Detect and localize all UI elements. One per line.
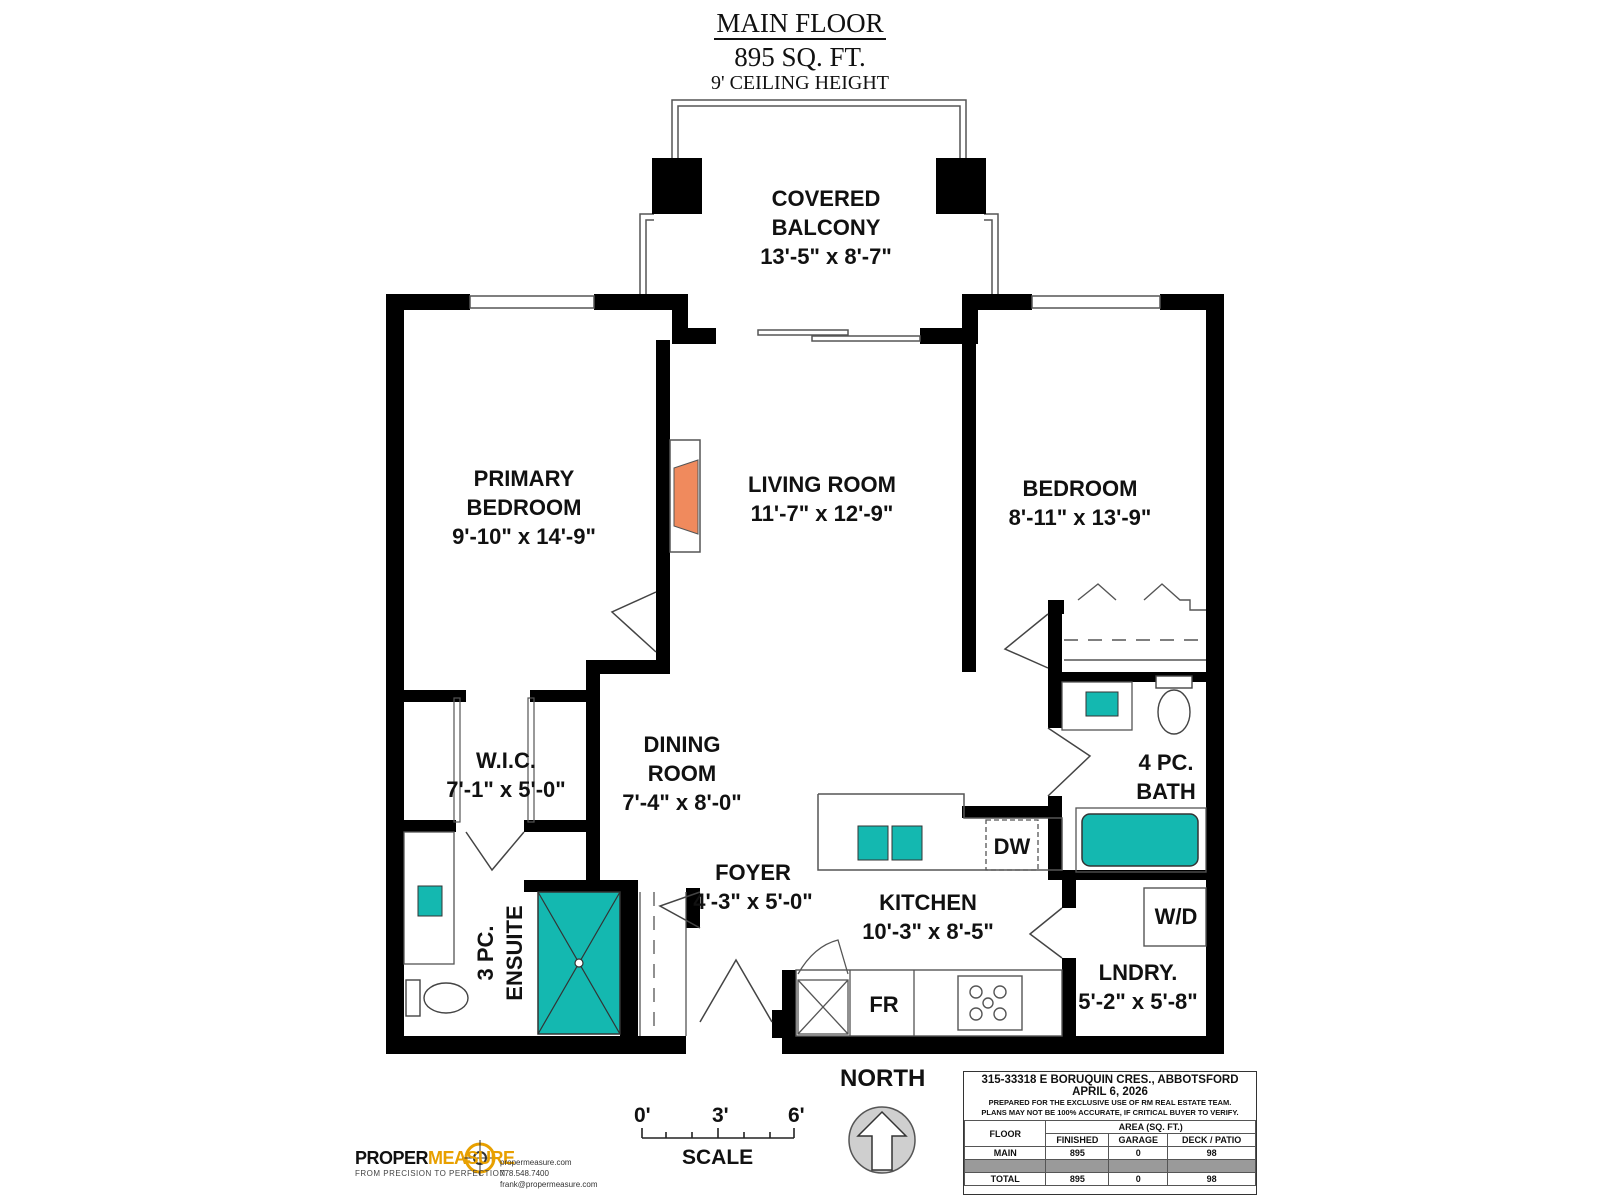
- contact-email: frank@propermeasure.com: [500, 1180, 598, 1189]
- floor-area: 895 SQ. FT.: [734, 42, 866, 72]
- north-label: NORTH: [840, 1065, 926, 1092]
- kitchen-sink-left-icon: [857, 825, 889, 861]
- floor-title: MAIN FLOOR: [714, 8, 886, 40]
- scale-bar: [641, 1128, 795, 1139]
- contact-website: propermeasure.com: [500, 1158, 572, 1167]
- dishwasher-outline: [985, 819, 1039, 871]
- table-row: TOTAL 895 0 98: [963, 1172, 1256, 1186]
- col-finished: FINISHED: [1045, 1133, 1110, 1147]
- balcony-column-right: [936, 158, 986, 214]
- area-header: AREA (SQ. FT.): [1045, 1120, 1256, 1134]
- dishwasher-label: DW: [993, 834, 1031, 859]
- property-address: 315-33318 E BORUQUIN CRES., ABBOTSFORD: [981, 1074, 1239, 1086]
- plan-date: APRIL 6, 2026: [1072, 1086, 1148, 1098]
- sliding-door: [757, 329, 921, 342]
- company-contact: propermeasure.com 778.548.7400 frank@pro…: [500, 1157, 598, 1190]
- accuracy-note: PLANS MAY NOT BE 100% ACCURATE, IF CRITI…: [981, 1108, 1239, 1117]
- col-deck: DECK / PATIO: [1167, 1133, 1256, 1147]
- wic-label: W.I.C.7'-1" x 5'-0": [446, 748, 566, 802]
- bedroom-closet: [1064, 583, 1206, 661]
- bath-vanity: [1061, 681, 1133, 731]
- col-garage: GARAGE: [1108, 1133, 1169, 1147]
- windows: [469, 295, 1161, 309]
- prepared-note: PREPARED FOR THE EXCLUSIVE USE OF RM REA…: [988, 1098, 1232, 1107]
- logo-emblem-icon: [462, 1140, 498, 1176]
- laundry-label: LNDRY.5'-2" x 5'-8": [1078, 960, 1198, 1014]
- bathtub-icon: [1081, 813, 1199, 867]
- table-row: MAIN 895 0 98: [963, 1146, 1256, 1160]
- table-spacer-row: [963, 1159, 1256, 1173]
- ceiling-height: 9' CEILING HEIGHT: [710, 72, 889, 94]
- scale-tick-0: 0': [634, 1104, 651, 1127]
- scale-tick-6: 6': [788, 1104, 805, 1127]
- wic-doors: [453, 697, 535, 823]
- bath-sink-icon: [1085, 691, 1119, 717]
- kitchen-sink-right-icon: [891, 825, 923, 861]
- kitchen-counter: [795, 969, 1063, 1037]
- kitchen-island: [817, 793, 1063, 871]
- logo-tagline: FROM PRECISION TO PERFECTION: [355, 1169, 506, 1178]
- bath-label: 4 PC.BATH: [1136, 750, 1196, 804]
- balcony-railing: [639, 99, 999, 294]
- contact-phone: 778.548.7400: [500, 1169, 549, 1178]
- foyer-closet: [639, 892, 687, 1036]
- ensuite-toilet-icon: [405, 979, 469, 1017]
- bathtub-outline: [1075, 807, 1207, 873]
- area-table: FLOOR AREA (SQ. FT.) FINISHED GARAGE DEC…: [963, 1120, 1256, 1186]
- washer-dryer-outline: [1143, 887, 1207, 947]
- interior-walls: [400, 340, 1208, 1038]
- shower-drain: [537, 891, 621, 1035]
- fireplace-icon: [673, 459, 699, 535]
- fridge-label: FR: [869, 992, 899, 1017]
- bath-toilet-icon: [1155, 675, 1193, 735]
- door-swings: [465, 591, 1092, 1023]
- stove-icon: [957, 975, 1023, 1031]
- floor-header: FLOOR: [963, 1120, 1047, 1147]
- north-arrow-icon: [848, 1106, 916, 1174]
- scale-tick-3: 3': [712, 1104, 729, 1127]
- balcony-column-left: [652, 158, 702, 214]
- fireplace-hearth: [669, 439, 701, 553]
- exterior-walls: [386, 294, 1224, 1054]
- washer-dryer-label: W/D: [1154, 904, 1198, 929]
- ensuite-sink-icon: [417, 885, 443, 917]
- pantry-icon: [797, 939, 849, 1035]
- property-info-box: 315-33318 E BORUQUIN CRES., ABBOTSFORD A…: [963, 1071, 1257, 1195]
- scale-label: SCALE: [682, 1146, 754, 1169]
- ensuite-label: 3 PC.ENSUITE: [473, 905, 527, 1001]
- company-logo: PROPERMEASURE FROM PRECISION TO PERFECTI…: [355, 1148, 515, 1178]
- ensuite-vanity: [403, 831, 455, 965]
